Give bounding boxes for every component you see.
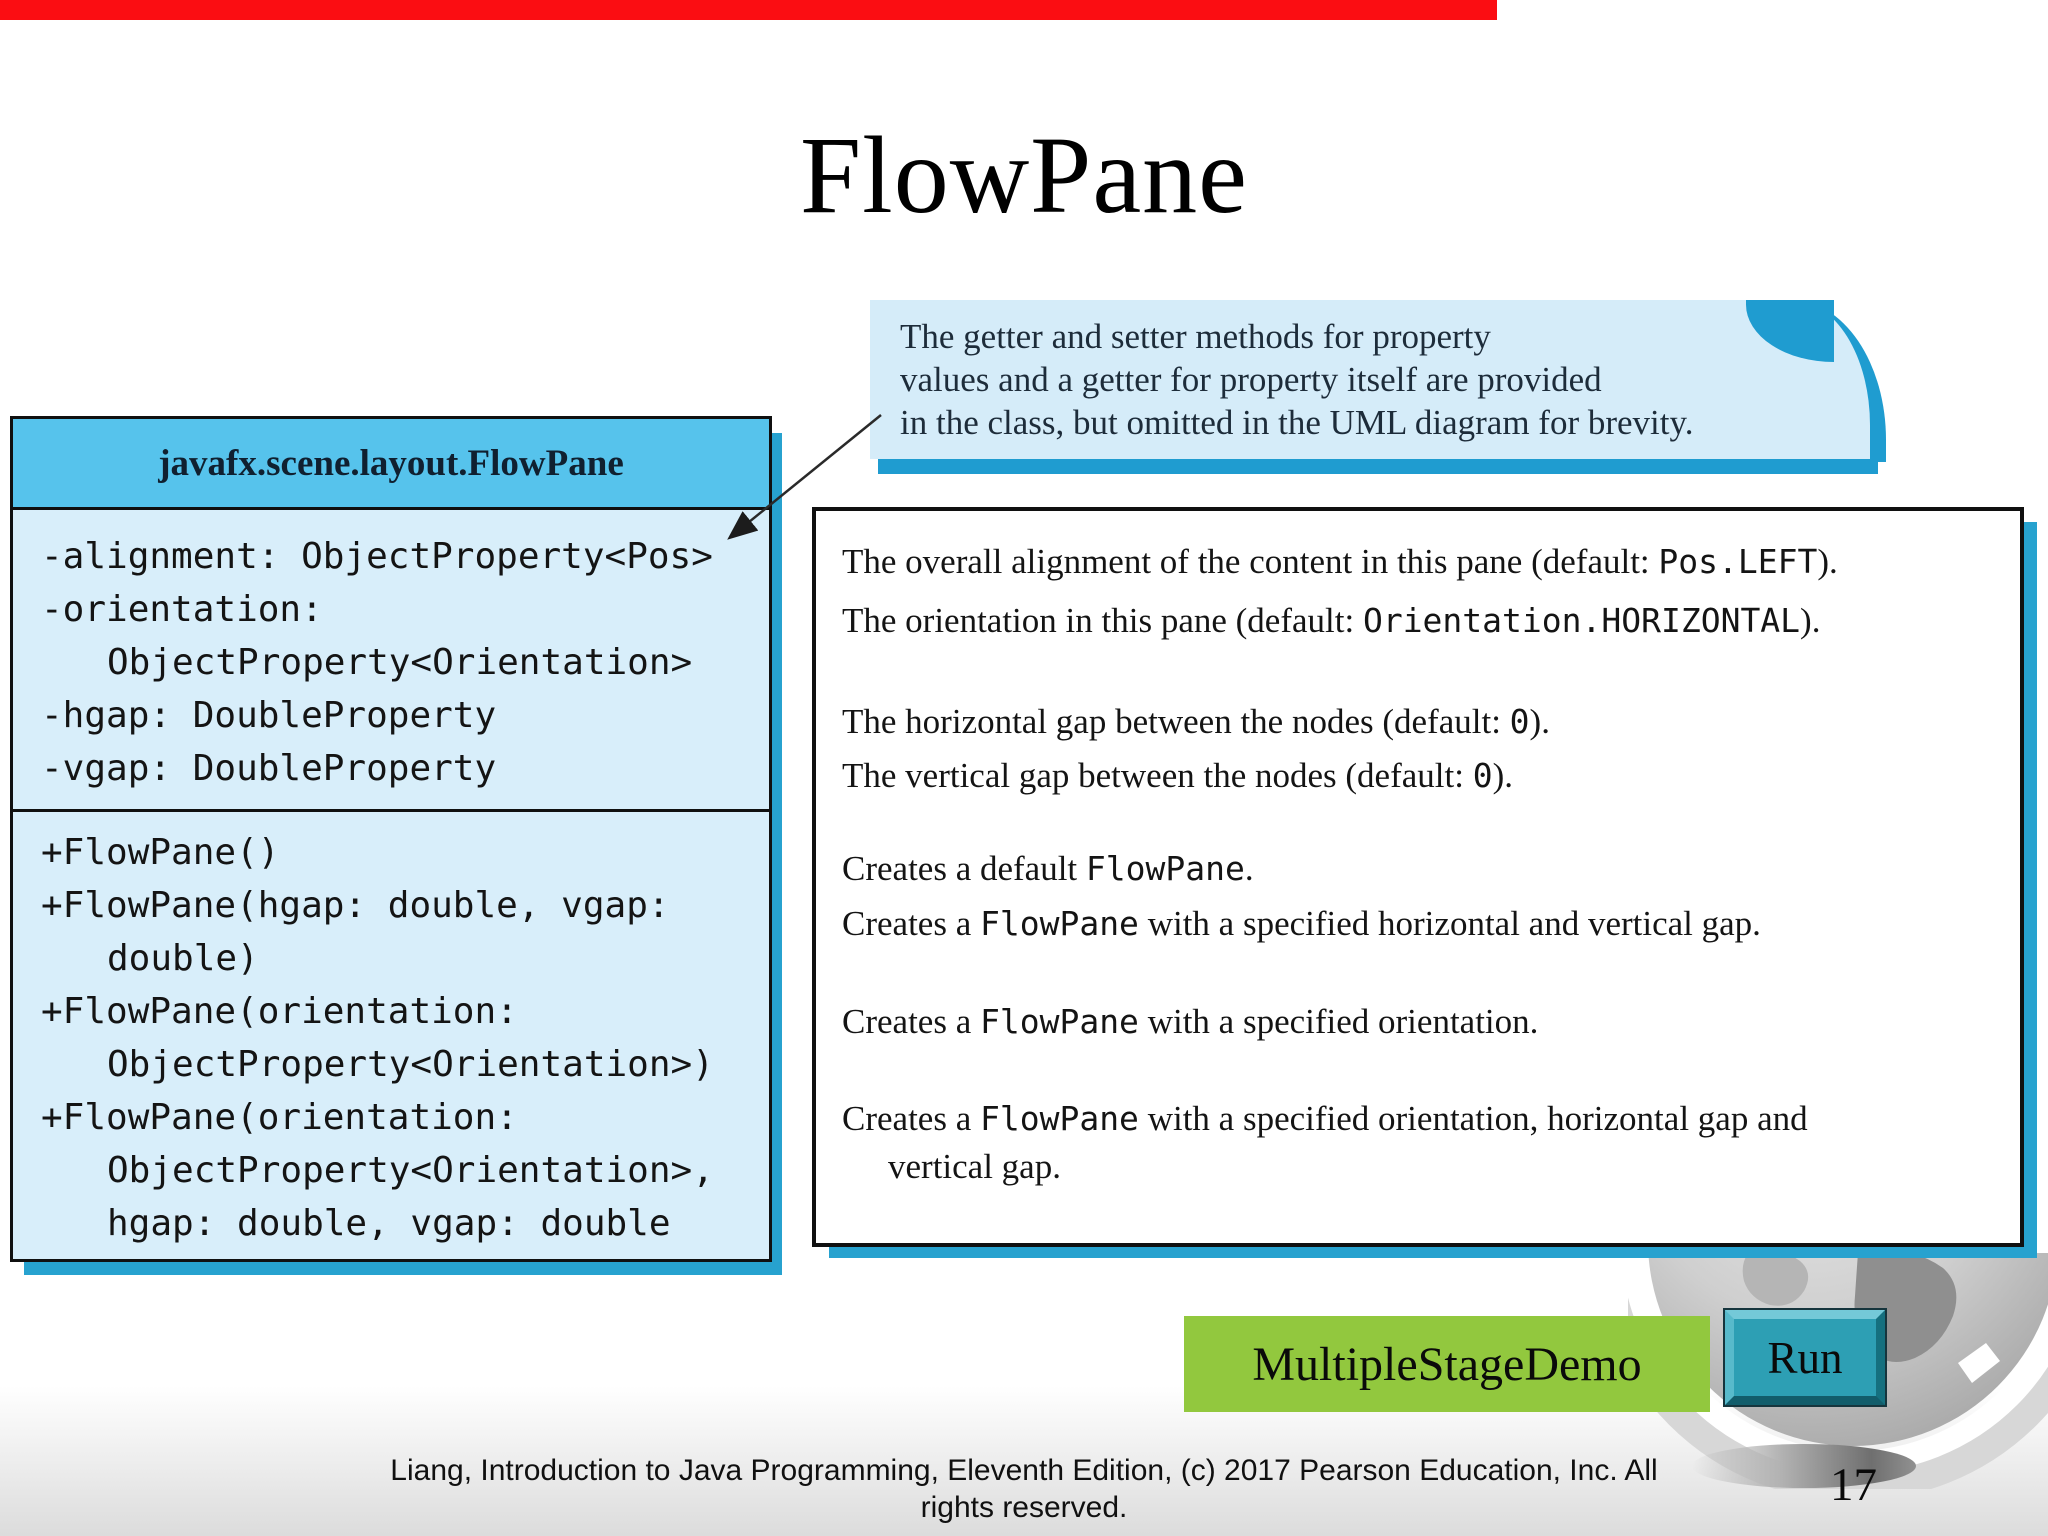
callout-arrow [727,414,882,540]
inline-code: Orientation.HORIZONTAL [1362,601,1801,640]
inline-code: Pos.LEFT [1658,542,1818,581]
uml-attribute: -vgap: DoubleProperty [41,748,497,789]
inline-code: FlowPane [979,904,1139,943]
note-body: The getter and setter methods for proper… [870,300,1870,459]
uml-method: +FlowPane(hgap: double, vgap: [41,885,670,926]
description-panel: The overall alignment of the content in … [812,507,2024,1247]
note-line: The getter and setter methods for proper… [900,317,1491,356]
footer-copyright: Liang, Introduction to Java Programming,… [0,1452,2048,1526]
note-line: values and a getter for property itself … [900,360,1602,399]
description-row: Creates a FlowPane with a specified orie… [842,1002,1539,1041]
top-red-bar [0,0,1497,20]
inline-code: FlowPane [979,1099,1139,1138]
uml-attribute: -orientation: [41,589,323,630]
uml-method: +FlowPane(orientation: [41,991,518,1032]
note-shadow [878,459,1878,474]
footer-line: rights reserved. [920,1491,1128,1524]
uml-method: +FlowPane() [41,832,280,873]
inline-code: FlowPane [979,1002,1139,1041]
run-button[interactable]: Run [1725,1310,1885,1405]
uml-method: +FlowPane(orientation: [41,1097,518,1138]
uml-method: hgap: double, vgap: double [107,1203,671,1244]
uml-attribute: ObjectProperty<Orientation> [107,642,693,683]
uml-method: double) [107,938,259,979]
footer-line: Liang, Introduction to Java Programming,… [390,1454,1658,1487]
description-row: The horizontal gap between the nodes (de… [842,702,1550,741]
inline-code: FlowPane [1085,849,1245,888]
inline-code: 0 [1472,756,1493,795]
uml-methods-section: +FlowPane() +FlowPane(hgap: double, vgap… [13,812,769,1250]
multiplestagedemo-button[interactable]: MultipleStageDemo [1184,1316,1710,1412]
page-title: FlowPane [800,114,1248,236]
uml-attributes-section: -alignment: ObjectProperty<Pos> -orienta… [13,510,769,812]
inline-code: 0 [1509,702,1530,741]
uml-method: ObjectProperty<Orientation>, [107,1150,714,1191]
description-row: Creates a FlowPane with a specified hori… [842,904,1761,943]
uml-class-name: javafx.scene.layout.FlowPane [13,419,769,510]
callout-note: The getter and setter methods for proper… [870,300,1886,474]
description-row: Creates a FlowPane with a specified orie… [842,1099,1808,1186]
description-row: The orientation in this pane (default: O… [842,601,1821,640]
description-row: The vertical gap between the nodes (defa… [842,756,1513,795]
description-row: Creates a default FlowPane. [842,849,1254,888]
swoosh-graphic [1692,1444,1916,1488]
uml-attribute: -alignment: ObjectProperty<Pos> [41,536,713,577]
description-row: The overall alignment of the content in … [842,542,1838,581]
note-line: in the class, but omitted in the UML dia… [900,403,1694,442]
page-number: 17 [1830,1459,1877,1511]
uml-method: ObjectProperty<Orientation>) [107,1044,714,1085]
uml-attribute: -hgap: DoubleProperty [41,695,497,736]
uml-class-box: javafx.scene.layout.FlowPane -alignment:… [10,416,772,1262]
